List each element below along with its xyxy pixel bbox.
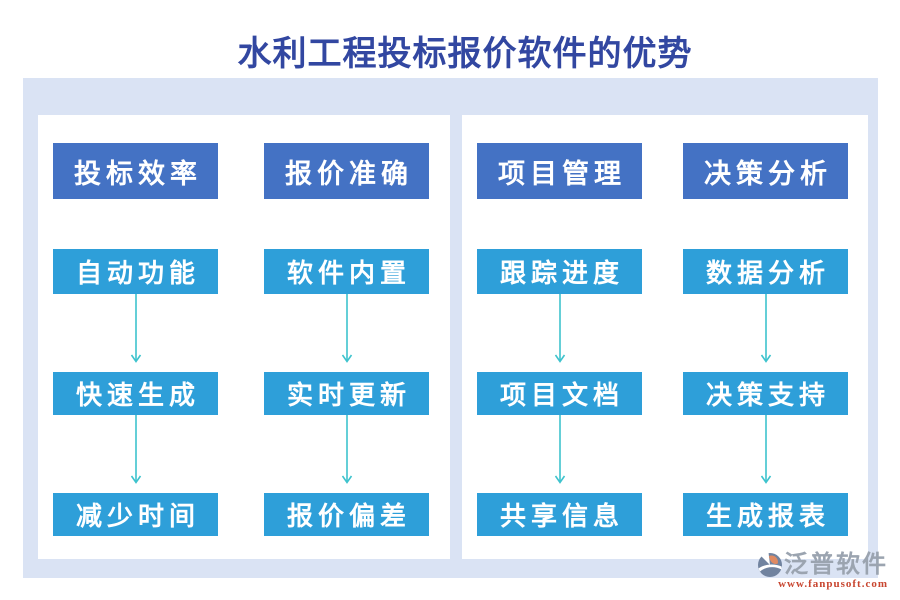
item-node: 实时更新 — [264, 372, 429, 415]
down-arrow-icon — [341, 415, 352, 484]
flow-column-project-management: 项目管理 跟踪进度 项目文档 共享信息 — [477, 115, 642, 559]
item-node: 自动功能 — [53, 249, 218, 294]
flow-column-quote-accuracy: 报价准确 软件内置 实时更新 报价偏差 — [264, 115, 429, 559]
flow-column-decision-analysis: 决策分析 数据分析 决策支持 生成报表 — [683, 115, 848, 559]
page-title: 水利工程投标报价软件的优势 — [237, 36, 693, 73]
flow-column-bid-efficiency: 投标效率 自动功能 快速生成 减少时间 — [53, 115, 218, 559]
header-node: 投标效率 — [53, 143, 218, 199]
item-node: 减少时间 — [53, 493, 218, 536]
item-node: 数据分析 — [683, 249, 848, 294]
left-panel: 投标效率 自动功能 快速生成 减少时间 报价准确 软件内置 实时更新 — [38, 115, 450, 559]
item-node: 共享信息 — [477, 493, 642, 536]
item-node: 报价偏差 — [264, 493, 429, 536]
down-arrow-icon — [554, 294, 565, 363]
item-node: 生成报表 — [683, 493, 848, 536]
header-node: 项目管理 — [477, 143, 642, 199]
item-node: 快速生成 — [53, 372, 218, 415]
item-node: 软件内置 — [264, 249, 429, 294]
right-panel: 项目管理 跟踪进度 项目文档 共享信息 决策分析 数据分析 决策支持 — [462, 115, 868, 559]
down-arrow-icon — [341, 294, 352, 363]
brand-text: 泛普软件 — [784, 552, 888, 578]
down-arrow-icon — [130, 294, 141, 363]
website-text: www.fanpusoft.com — [778, 578, 888, 590]
item-node: 跟踪进度 — [477, 249, 642, 294]
item-node: 项目文档 — [477, 372, 642, 415]
header-node: 决策分析 — [683, 143, 848, 199]
fanpu-logo: 泛普软件 www.fanpusoft.com — [758, 553, 888, 590]
header-node: 报价准确 — [264, 143, 429, 199]
down-arrow-icon — [760, 415, 771, 484]
down-arrow-icon — [130, 415, 141, 484]
item-node: 决策支持 — [683, 372, 848, 415]
down-arrow-icon — [554, 415, 565, 484]
diagram-container: 投标效率 自动功能 快速生成 减少时间 报价准确 软件内置 实时更新 — [23, 78, 878, 578]
down-arrow-icon — [760, 294, 771, 363]
fanpu-logo-icon — [758, 553, 782, 577]
